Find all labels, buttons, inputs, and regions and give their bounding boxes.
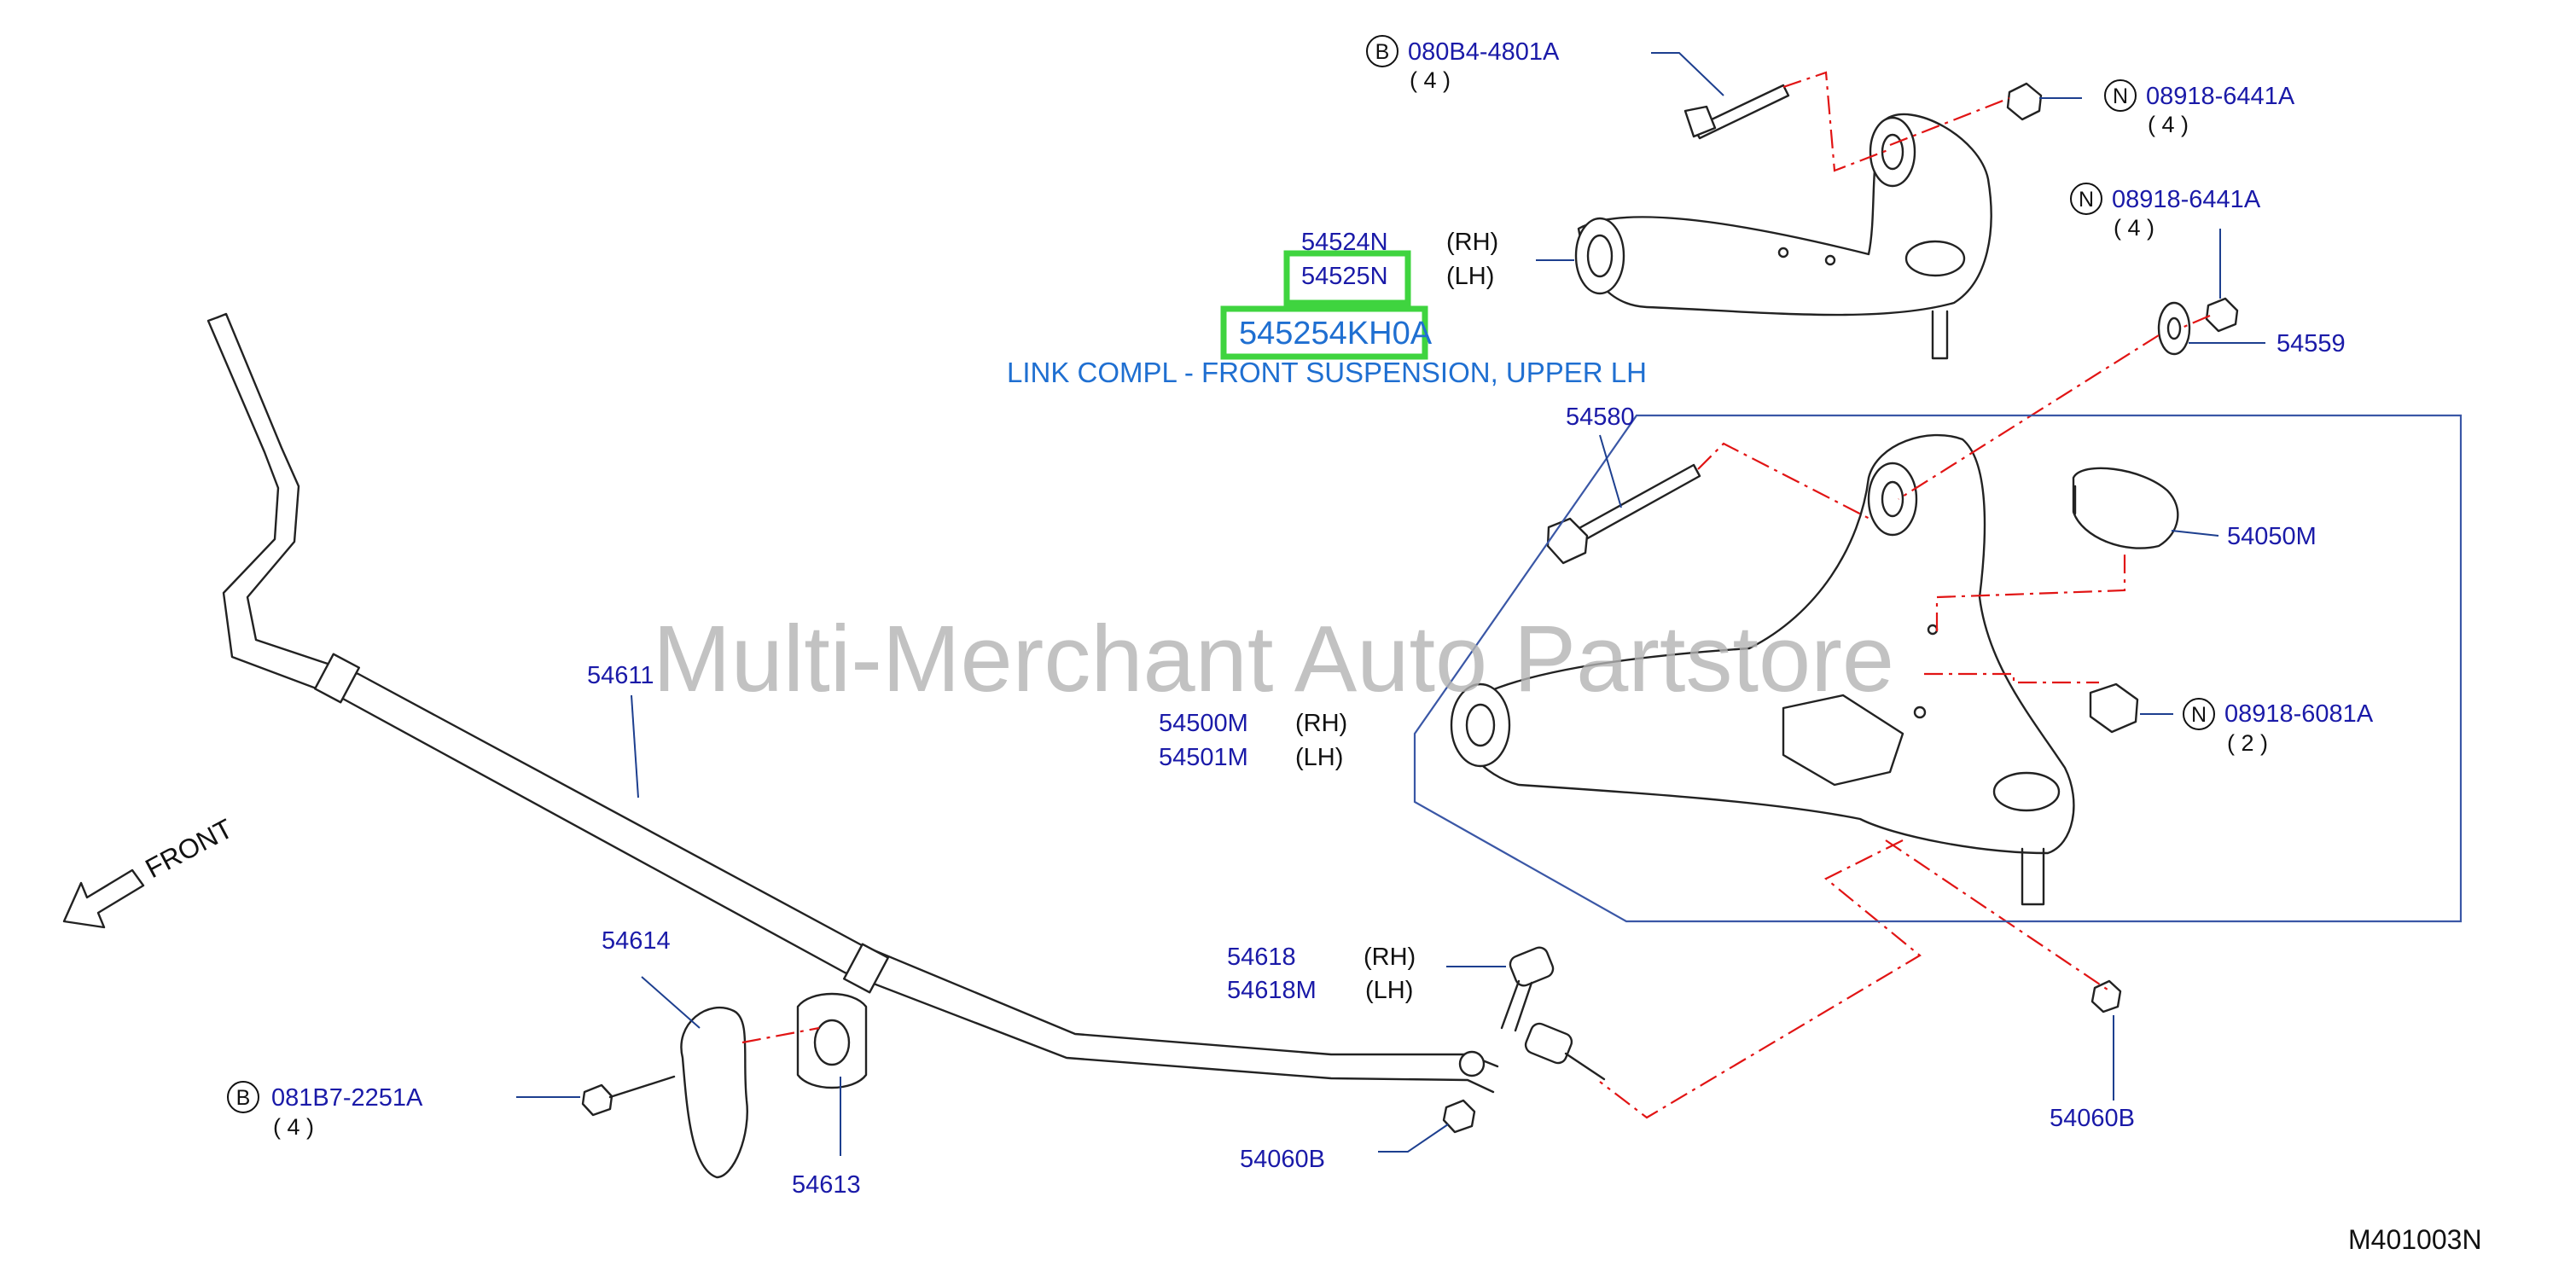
label-54618[interactable]: 54618	[1227, 944, 1296, 971]
diagram-code: M401003N	[2348, 1224, 2482, 1255]
part-labels: 080B4-4801A ( 4 ) 08918-6441A ( 4 ) 0891…	[271, 38, 2374, 1199]
upper-bolt-assembly	[1683, 82, 2239, 356]
qualifier-lh-link: (LH)	[1365, 977, 1413, 1004]
clamp-bolt-circle-b: B	[236, 1086, 251, 1110]
qualifier-lh-lower: (LH)	[1295, 744, 1343, 771]
highlight-box-54525N	[1283, 250, 1411, 306]
label-54500M[interactable]: 54500M	[1159, 710, 1248, 737]
label-08918-6441A-a[interactable]: 08918-6441A	[2146, 83, 2295, 110]
label-54611[interactable]: 54611	[587, 662, 654, 689]
qty-upper-bolt: ( 4 )	[1410, 67, 1451, 93]
highlight-description: LINK COMPL - FRONT SUSPENSION, UPPER LH	[1007, 357, 1647, 388]
qualifier-lh-upper: (LH)	[1446, 263, 1494, 290]
watermark: Multi-Merchant Auto Partstore	[653, 607, 1894, 711]
front-arrow: FRONT	[62, 813, 238, 929]
assembly-lines	[741, 71, 2211, 1119]
circle-markers: B N N N B	[227, 35, 2215, 1113]
upper-control-arm	[1574, 113, 1992, 360]
lower-arm-group-box	[1413, 414, 2463, 923]
qualifier-rh-link: (RH)	[1364, 944, 1416, 971]
label-08918-6081A[interactable]: 08918-6081A	[2224, 700, 2374, 728]
qty-upper-nut-a: ( 4 )	[2148, 112, 2189, 137]
front-label: FRONT	[140, 813, 237, 885]
qty-lower-nut: ( 2 )	[2227, 730, 2268, 756]
label-54060B-left[interactable]: 54060B	[1240, 1146, 1325, 1173]
highlight-box-part	[1220, 305, 1428, 360]
leader-lines	[516, 52, 2265, 1156]
label-54580[interactable]: 54580	[1566, 404, 1635, 431]
nut-circle-n-a: N	[2113, 84, 2128, 108]
cam-bolt	[1546, 463, 1701, 565]
qualifier-rh-lower: (RH)	[1295, 710, 1347, 737]
label-54060B-right[interactable]: 54060B	[2050, 1105, 2135, 1132]
ball-joint-boot	[2072, 467, 2179, 549]
label-54525N[interactable]: 54525N	[1301, 263, 1388, 290]
qualifier-rh-upper: (RH)	[1446, 229, 1498, 256]
stabilizer-link	[1458, 946, 1606, 1081]
label-080B4-4801A[interactable]: 080B4-4801A	[1408, 38, 1560, 66]
label-08918-6441A-b[interactable]: 08918-6441A	[2112, 186, 2261, 213]
label-54614[interactable]: 54614	[602, 927, 671, 955]
stabilizer-bar	[206, 312, 1499, 1094]
clamp-and-bushing	[581, 979, 2122, 1179]
label-54501M[interactable]: 54501M	[1159, 744, 1248, 771]
highlight-part-number[interactable]: 545254KH0A	[1239, 316, 1433, 351]
label-081B7-2251A[interactable]: 081B7-2251A	[271, 1084, 423, 1112]
label-54559[interactable]: 54559	[2277, 330, 2346, 357]
label-54618M[interactable]: 54618M	[1227, 977, 1317, 1004]
nut-circle-n-b: N	[2079, 188, 2094, 212]
bolt-circle-b: B	[1375, 40, 1390, 64]
qty-upper-nut-b: ( 4 )	[2114, 215, 2154, 241]
label-54613[interactable]: 54613	[792, 1171, 861, 1199]
label-54050M[interactable]: 54050M	[2227, 523, 2317, 550]
lower-nut	[2089, 682, 2139, 734]
lower-nut-circle-n: N	[2191, 703, 2207, 727]
qty-clamp-bolt: ( 4 )	[273, 1114, 314, 1140]
